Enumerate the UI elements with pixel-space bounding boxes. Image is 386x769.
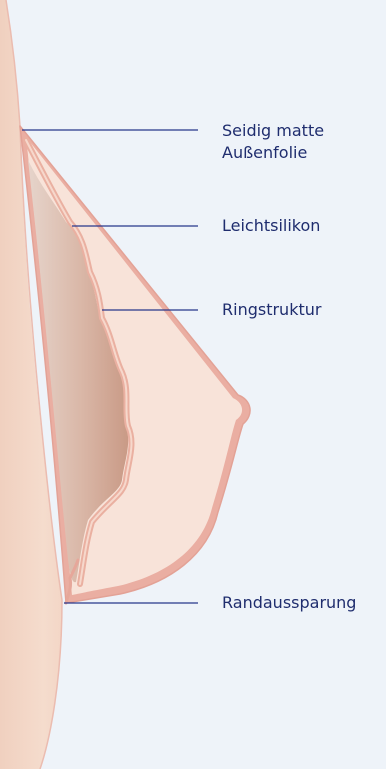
label-edge-recess: Randaussparung: [222, 592, 356, 614]
label-light-silicone: Leichtsilikon: [222, 215, 320, 237]
label-outer-film-line2: Außenfolie: [222, 142, 324, 164]
label-outer-film-line1: Seidig matte: [222, 120, 324, 142]
label-ring-structure: Ringstruktur: [222, 299, 321, 321]
label-outer-film: Seidig matte Außenfolie: [222, 120, 324, 164]
